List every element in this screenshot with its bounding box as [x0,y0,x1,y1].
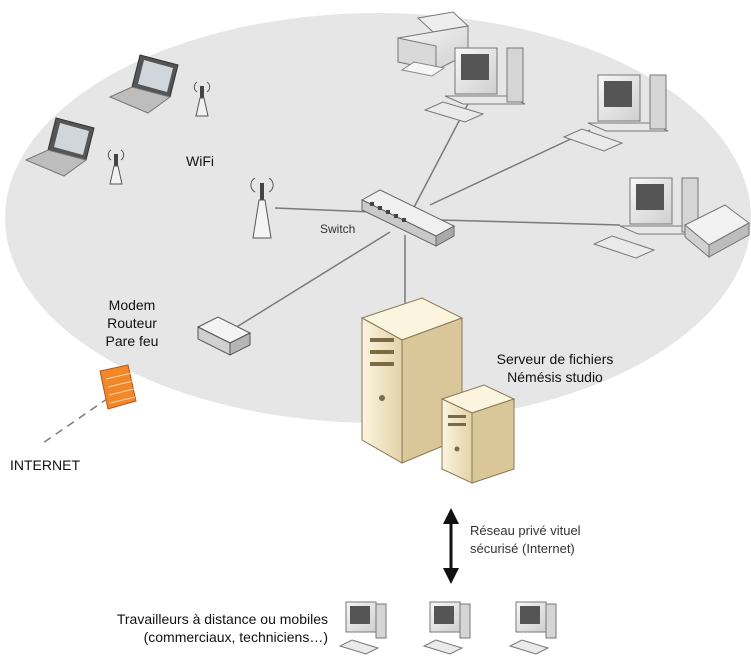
desktop-computer-icon [423,47,526,123]
wifi-antenna-icon [250,177,274,239]
vpn-arrow-icon [443,508,459,584]
modem-label: Modem Routeur Pare feu [92,296,172,350]
remote-workers-label: Travailleurs à distance ou mobiles (comm… [10,610,328,646]
desktop-computer-icon [562,74,669,152]
vpn-label-line: sécurisé (Internet) [470,541,575,556]
laptop-icon [108,54,179,114]
desktop-computer-icon [592,177,701,259]
server-label: Serveur de fichiers Némésis studio [480,350,630,386]
vpn-label-line: Réseau privé vituel [470,523,581,538]
wifi-antenna-icon [107,149,125,185]
remote-workers-label-line: Travailleurs à distance ou mobiles [116,611,328,627]
modem-router-icon [196,316,252,356]
network-switch-icon [360,189,456,247]
remote-workers-label-line: (commerciaux, techniciens…) [143,629,328,645]
printer-icon [397,11,470,77]
desktop-computer-icon [422,601,471,655]
modem-label-line: Pare feu [105,333,159,349]
server-tower-icon [440,384,516,484]
desktop-computer-icon [338,601,387,655]
switch-label: Switch [320,222,356,236]
modem-label-line: Modem [108,297,156,313]
server-label-line: Serveur de fichiers [496,351,614,367]
vpn-label: Réseau privé vituel sécurisé (Internet) [470,522,581,558]
laptop-icon [24,117,95,177]
modem-label-line: Routeur [107,315,157,331]
wifi-label: WiFi [186,153,214,169]
server-label-line: Némésis studio [507,369,603,385]
wifi-antenna-icon [193,81,211,117]
internet-label: INTERNET [10,457,80,473]
firewall-icon [99,364,137,410]
desktop-computer-icon [508,601,557,655]
scanner-icon [684,204,750,259]
